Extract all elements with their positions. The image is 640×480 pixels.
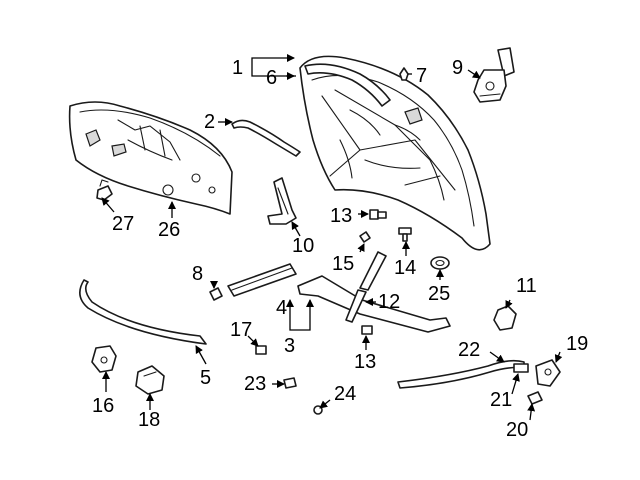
latch bbox=[91, 345, 117, 373]
release-cable bbox=[397, 359, 525, 389]
callout-10: 10 bbox=[292, 235, 314, 257]
insulator-pad bbox=[68, 101, 233, 215]
bumper-small bbox=[359, 231, 371, 243]
callout-13a: 13 bbox=[330, 205, 352, 227]
callout-12: 12 bbox=[378, 291, 400, 313]
callout-9: 9 bbox=[452, 57, 463, 79]
callout-2: 2 bbox=[204, 111, 215, 133]
callout-5: 5 bbox=[200, 367, 211, 389]
callout-22: 22 bbox=[458, 339, 480, 361]
support-strut bbox=[345, 251, 387, 323]
weatherstrip bbox=[227, 263, 297, 297]
seal-bar bbox=[297, 275, 451, 333]
cable-housing bbox=[513, 363, 529, 373]
hinge-bracket bbox=[267, 177, 297, 225]
release-lever bbox=[535, 359, 561, 387]
latch-assembly bbox=[473, 47, 515, 103]
callout-21: 21 bbox=[490, 389, 512, 411]
callout-3: 3 bbox=[284, 335, 295, 357]
callout-7: 7 bbox=[416, 65, 427, 87]
callout-11: 11 bbox=[516, 275, 537, 297]
callout-1: 1 bbox=[232, 57, 243, 79]
stud bbox=[209, 287, 223, 301]
callout-16: 16 bbox=[92, 395, 114, 417]
bumper bbox=[399, 67, 409, 81]
callout-25: 25 bbox=[428, 283, 450, 305]
callout-15: 15 bbox=[332, 253, 354, 275]
callout-18: 18 bbox=[138, 409, 160, 431]
callout-23: 23 bbox=[244, 373, 266, 395]
callout-14: 14 bbox=[394, 257, 416, 279]
callout-13b: 13 bbox=[354, 351, 376, 373]
callout-19: 19 bbox=[566, 333, 588, 355]
bolt-upper bbox=[369, 209, 387, 220]
leader-lines bbox=[101, 54, 563, 421]
clip bbox=[96, 179, 113, 201]
hood-seal bbox=[304, 63, 391, 107]
callout-labels: 1 6 7 9 2 13 10 15 14 25 27 26 8 4 3 12 … bbox=[92, 57, 588, 441]
clip-23 bbox=[283, 377, 297, 389]
bracket bbox=[135, 365, 165, 395]
clip-20 bbox=[527, 391, 543, 405]
callout-8: 8 bbox=[192, 263, 203, 285]
callout-17: 17 bbox=[230, 319, 252, 341]
front-seal bbox=[79, 279, 207, 345]
callout-27: 27 bbox=[112, 213, 134, 235]
callout-20: 20 bbox=[506, 419, 528, 441]
grommet bbox=[430, 256, 450, 270]
side-seal bbox=[231, 119, 301, 157]
release-handle bbox=[493, 305, 517, 331]
callout-24: 24 bbox=[334, 383, 356, 405]
callout-26: 26 bbox=[158, 219, 180, 241]
callout-4: 4 bbox=[276, 297, 287, 319]
screw bbox=[398, 227, 412, 242]
bolt bbox=[255, 345, 267, 355]
bolt-lower bbox=[361, 325, 373, 335]
callout-6: 6 bbox=[266, 67, 277, 89]
hood-panel bbox=[299, 55, 491, 251]
